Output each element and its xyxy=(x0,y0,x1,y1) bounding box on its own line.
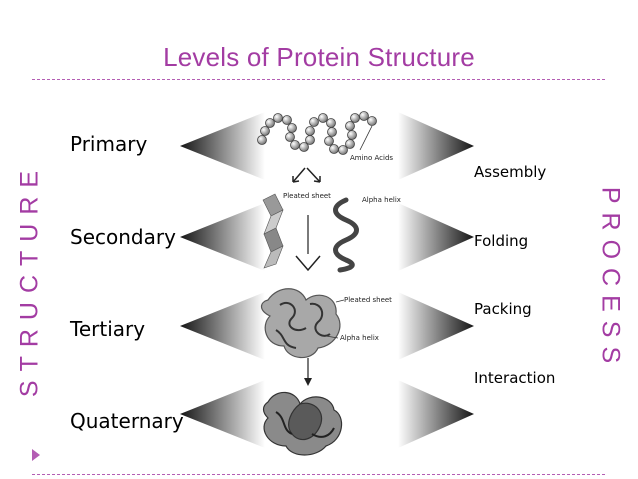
bottom-divider xyxy=(32,474,605,475)
level-primary: Primary xyxy=(70,132,148,156)
amino-acids-label: Amino Acids xyxy=(350,154,393,162)
level-secondary: Secondary xyxy=(70,225,176,249)
process-packing: Packing xyxy=(474,300,532,318)
pleated-sheet xyxy=(262,193,284,269)
right-arrow-triangle xyxy=(398,203,474,271)
bullet-arrow-icon xyxy=(32,449,40,461)
process-folding: Folding xyxy=(474,232,529,250)
arrow-down-right xyxy=(306,167,321,183)
alpha-helix xyxy=(333,197,359,273)
level-tertiary: Tertiary xyxy=(70,317,146,341)
top-divider xyxy=(32,79,605,80)
level-quaternary: Quaternary xyxy=(70,409,184,433)
process-assembly: Assembly xyxy=(474,163,547,181)
tertiary-fold xyxy=(260,288,341,359)
right-arrow-triangle xyxy=(398,112,474,180)
left-arrow-triangle xyxy=(180,112,265,180)
alpha-helix-label: Alpha helix xyxy=(362,196,401,204)
right-arrow-triangle xyxy=(398,292,474,360)
quaternary-structure xyxy=(262,391,343,456)
left-arrow-triangle xyxy=(180,380,265,448)
arrow-down-left xyxy=(292,167,306,183)
arrow-head xyxy=(304,378,312,386)
arrow-down-converge xyxy=(295,255,321,272)
process-interaction: Interaction xyxy=(474,369,556,387)
left-arrow-triangle xyxy=(180,203,265,271)
right-arrow-triangle xyxy=(398,380,474,448)
left-arrow-triangle xyxy=(180,292,265,360)
alpha-helix-label-2: Alpha helix xyxy=(340,334,379,342)
pleated-sheet-label: Pleated sheet xyxy=(283,192,331,200)
page-title: Levels of Protein Structure xyxy=(163,42,475,72)
pleated-sheet-label-2: Pleated sheet xyxy=(344,296,392,304)
amino-acid-chain xyxy=(257,111,377,155)
